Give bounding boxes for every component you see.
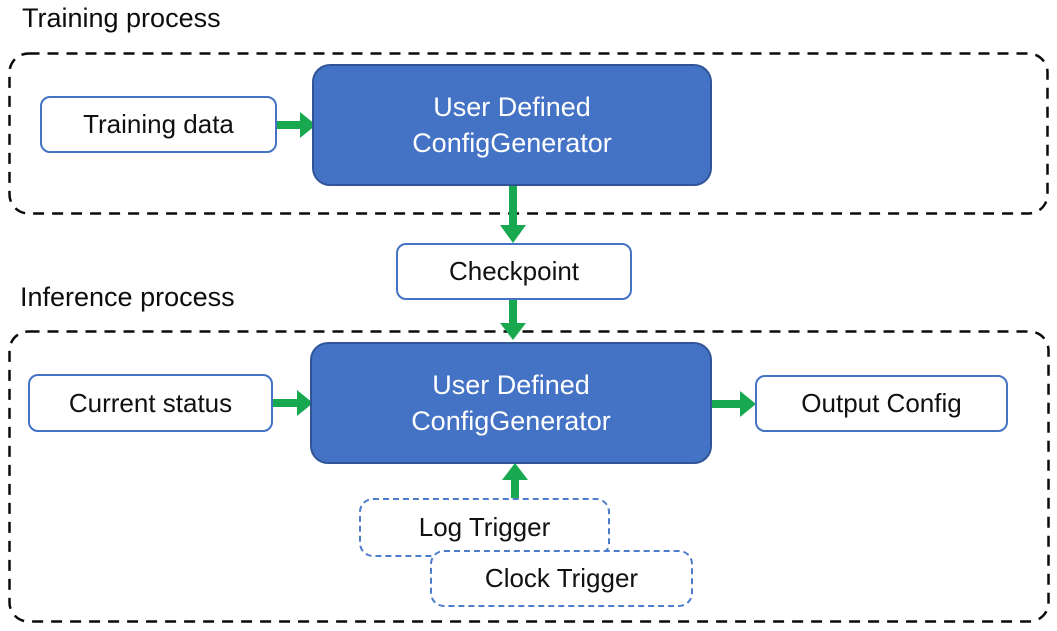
training-generator-line1: User Defined — [433, 92, 591, 122]
training-generator-line2: ConfigGenerator — [412, 128, 612, 158]
training-process-container — [8, 52, 1049, 215]
clock-trigger-label: Clock Trigger — [484, 563, 639, 593]
checkpoint-label: Checkpoint — [448, 256, 580, 286]
inference-process-label: Inference process — [20, 282, 235, 312]
clock-trigger-box: Clock Trigger — [430, 550, 693, 607]
training-process-label: Training process — [22, 3, 221, 33]
log-trigger-label: Log Trigger — [418, 512, 551, 542]
output-config-box: Output Config — [755, 375, 1008, 432]
training-data-box: Training data — [40, 96, 277, 153]
arrow-generator-to-checkpoint — [500, 186, 526, 243]
current-status-label: Current status — [68, 387, 233, 418]
training-data-label: Training data — [83, 109, 234, 139]
checkpoint-box: Checkpoint — [396, 243, 632, 300]
output-config-label: Output Config — [801, 388, 962, 418]
inference-generator-line2: ConfigGenerator — [411, 406, 611, 436]
arrow-training-data-to-generator — [275, 112, 316, 138]
arrow-generator-to-output-config — [712, 391, 756, 417]
training-generator-box: User Defined ConfigGenerator — [312, 64, 712, 186]
current-status-box: Current status — [28, 374, 273, 432]
inference-process-container — [8, 330, 1050, 623]
arrow-checkpoint-to-inference-generator — [500, 299, 526, 340]
log-trigger-box: Log Trigger — [359, 498, 610, 557]
arrow-triggers-to-generator — [502, 463, 528, 499]
inference-generator-line1: User Defined — [432, 370, 590, 400]
inference-generator-box: User Defined ConfigGenerator — [310, 342, 712, 464]
arrow-current-status-to-generator — [272, 390, 313, 416]
